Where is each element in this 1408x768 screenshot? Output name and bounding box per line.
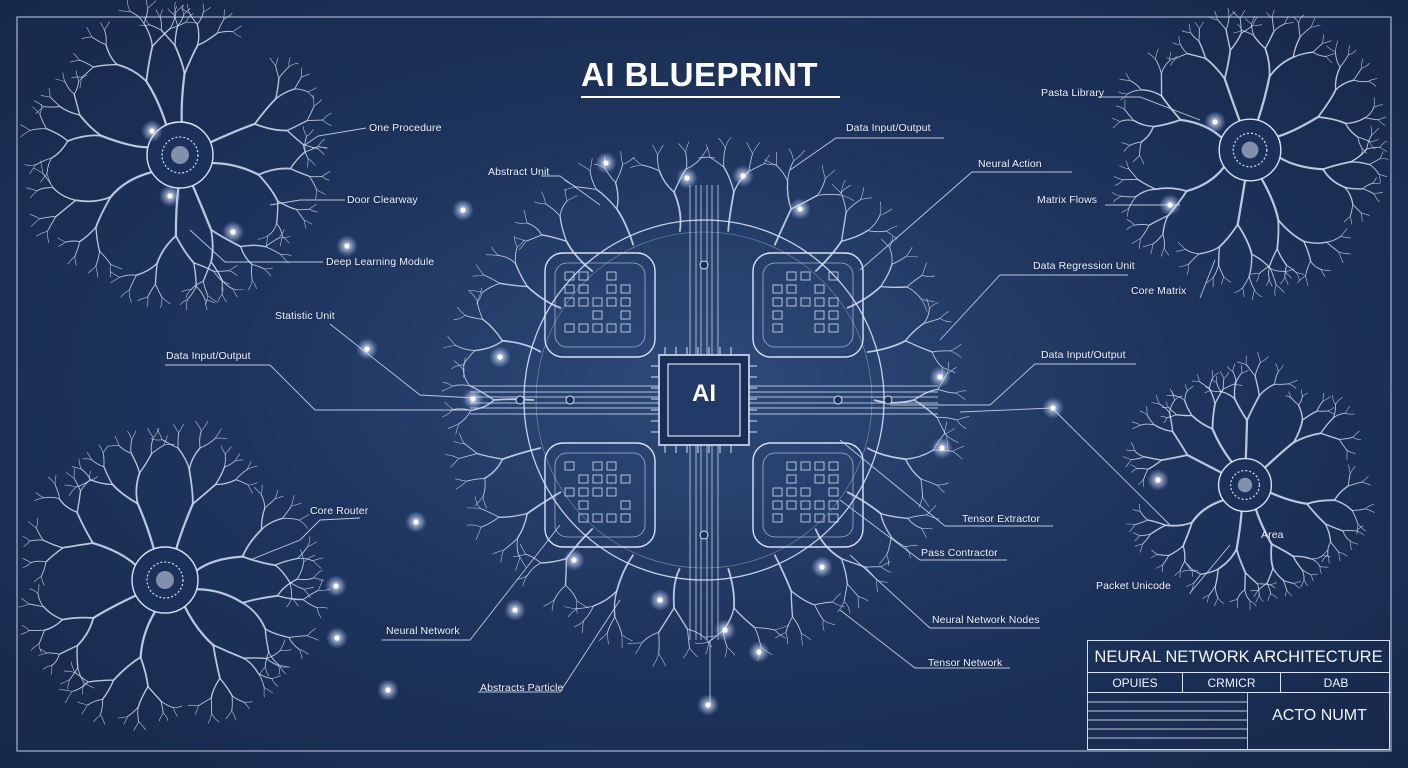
label-neural-action: Neural Action [978,158,1042,170]
title-block: NEURAL NETWORK ARCHITECTURE OPUIES CRMIC… [1087,640,1391,750]
label-data-input-output-top: Data Input/Output [846,122,931,134]
title-block-column-1: OPUIES [1088,673,1183,693]
neuron-mid-right [1122,352,1375,610]
circuit-module [544,252,656,358]
circuit-module [752,252,864,358]
label-deep-learning-module: Deep Learning Module [326,256,435,268]
label-matrix-flows: Matrix Flows [1037,194,1098,206]
label-abstracts-particle: Abstracts Particle [480,682,564,694]
neuron-bottom-left [18,420,331,731]
neuron-illustrations [18,0,1389,731]
label-data-input-output-right: Data Input/Output [1041,349,1126,361]
label-tensor-extractor: Tensor Extractor [962,513,1041,525]
circuit-module [752,442,864,548]
title-underline [581,96,840,98]
title-block-column-2: CRMICR [1183,673,1281,693]
label-core-router: Core Router [310,505,369,517]
chip-label: AI [692,380,716,407]
label-statistic-unit: Statistic Unit [275,310,335,322]
title-block-grid [1088,693,1248,749]
neuron-top-left [20,0,332,311]
label-leader-lines [165,96,1231,705]
label-abstract-unit: Abstract Unit [488,166,550,178]
label-door-clearway: Door Clearway [347,194,418,206]
label-tensor-network: Tensor Network [928,657,1003,669]
label-neural-network: Neural Network [386,625,460,637]
label-core-matrix: Core Matrix [1131,285,1187,297]
title-block-name: NEURAL NETWORK ARCHITECTURE [1088,641,1389,673]
label-one-procedure: One Procedure [369,122,442,134]
label-neural-network-nodes: Neural Network Nodes [932,614,1040,626]
title-block-column-3: DAB [1281,673,1391,693]
neuron-top-right [1111,7,1389,301]
glow-points [141,111,1226,716]
label-data-input-output-left: Data Input/Output [166,350,251,362]
label-area: Area [1261,529,1284,541]
label-packet-unicode: Packet Unicode [1096,580,1171,592]
label-data-regression-unit: Data Regression Unit [1033,260,1135,272]
diagram-title: AI BLUEPRINT [581,56,818,93]
circuit-module [544,442,656,548]
outer-border [16,16,1392,752]
label-pasta-library: Pasta Library [1041,87,1105,99]
label-pass-contractor: Pass Contractor [921,547,998,559]
title-block-field: ACTO NUMT [1272,707,1367,724]
